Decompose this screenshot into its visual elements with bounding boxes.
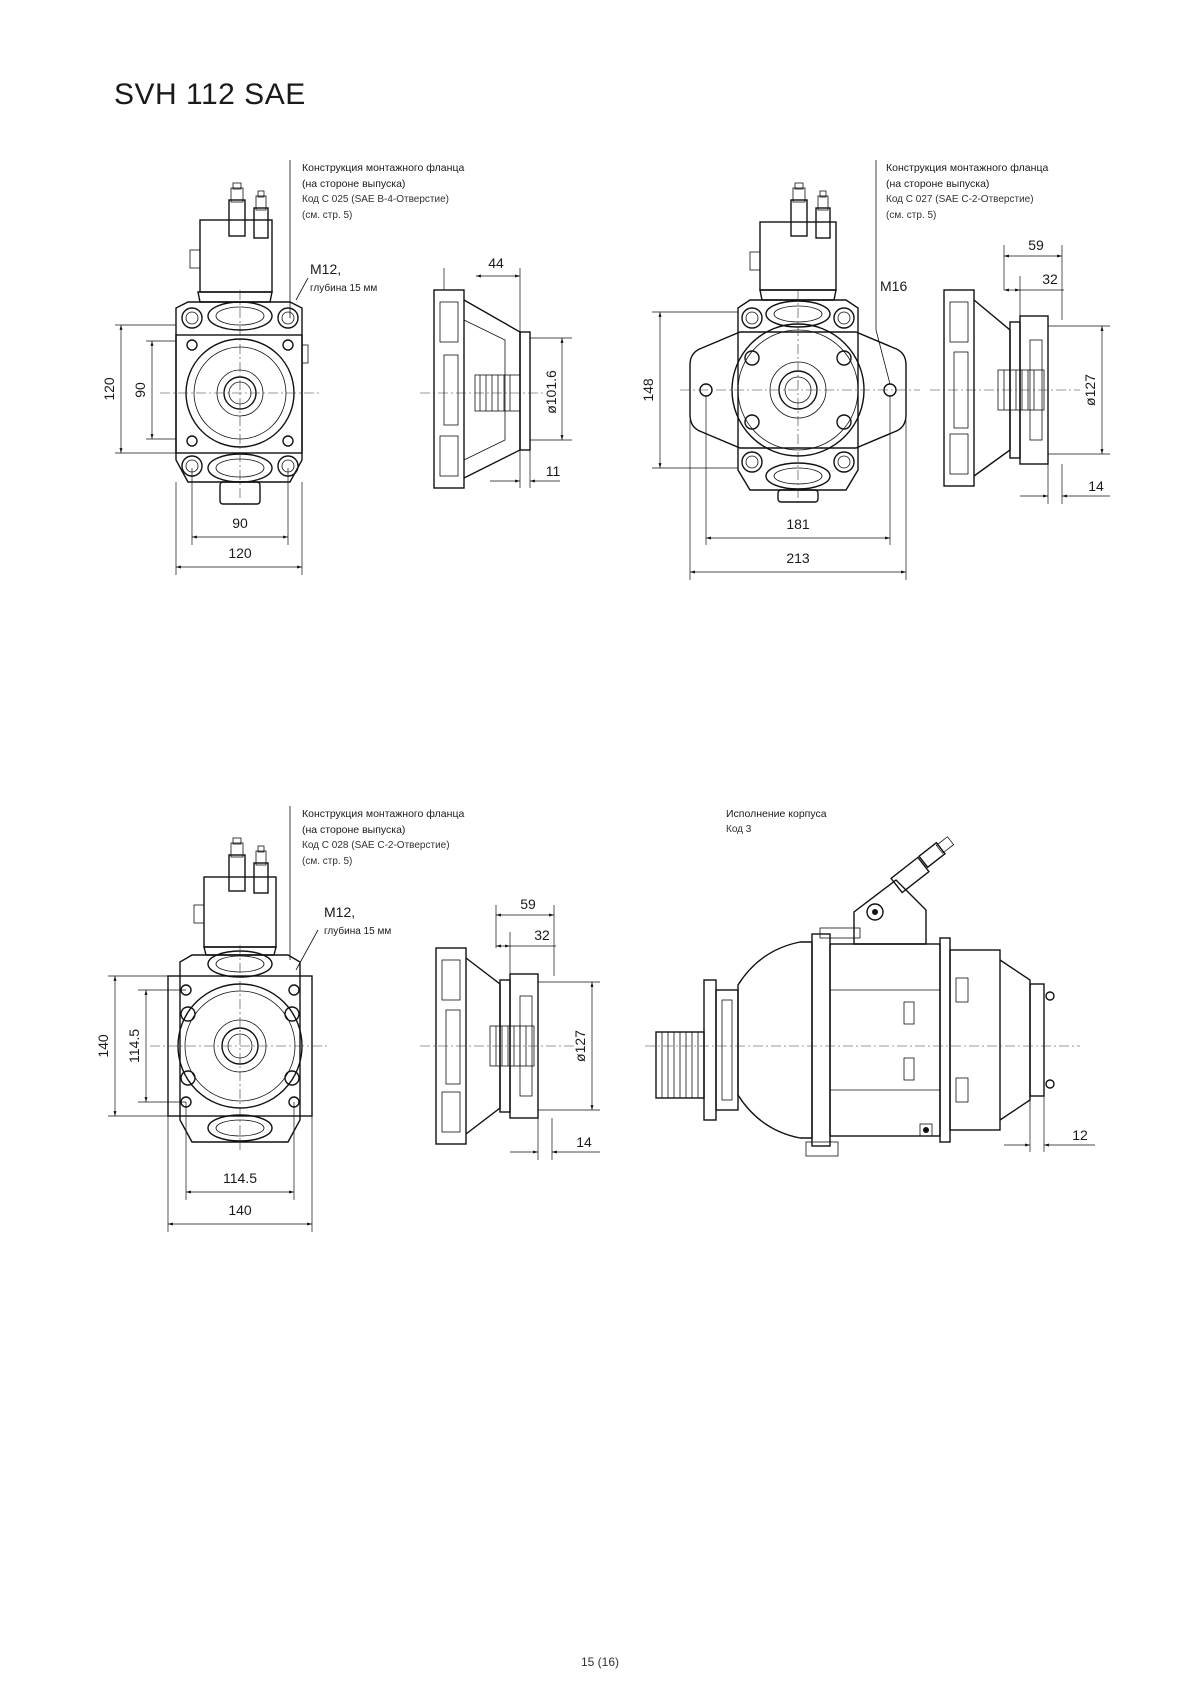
note-line: (на стороне выпуска) — [302, 824, 406, 836]
front-view-sae-b4: 120 90 90 120 M12, глубина 15 мм — [101, 160, 377, 575]
thread-depth-label: глубина 15 мм — [310, 282, 377, 294]
dim-flange-thickness: 12 — [1072, 1127, 1088, 1143]
note-line: Исполнение корпуса — [726, 808, 827, 820]
dim-width-outer: 120 — [228, 545, 252, 561]
dim-width-inner: 90 — [232, 515, 248, 531]
side-view-sae-b4: 44 ø101.6 11 — [420, 255, 572, 489]
dim-length-inner: 32 — [1042, 271, 1058, 287]
page-title: SVH 112 SAE — [114, 78, 306, 111]
pressure-valve — [189, 182, 273, 293]
thread-label: M12, — [324, 904, 355, 920]
dim-width-outer: 140 — [228, 1202, 252, 1218]
thread-depth-label: глубина 15 мм — [324, 925, 391, 937]
note-line: Конструкция монтажного фланца — [302, 808, 465, 820]
dim-pilot-diameter: ø101.6 — [543, 370, 559, 414]
note-line: (см. стр. 5) — [302, 210, 353, 221]
note-housing-code: Исполнение корпуса Код 3 — [726, 806, 827, 838]
front-view-sae-c2: M16 148 181 213 — [640, 160, 920, 580]
dim-height-inner: 90 — [132, 382, 148, 398]
side-view-sae-c2: 59 32 ø127 14 — [930, 237, 1110, 504]
dim-width-outer: 213 — [786, 550, 810, 566]
note-line: Конструкция монтажного фланца — [886, 162, 1049, 174]
dim-pilot-diameter: ø127 — [1082, 374, 1098, 406]
dim-length-inner: 32 — [534, 927, 550, 943]
dim-pilot-diameter: ø127 — [572, 1030, 588, 1062]
pressure-valve — [749, 182, 837, 291]
note-line: Код C 025 (SAE B-4-Отверстие) — [302, 194, 449, 205]
housing-side-view: 12 — [645, 836, 1095, 1157]
dim-side-length: 44 — [488, 255, 504, 271]
dim-height-outer: 120 — [101, 377, 117, 401]
dim-height-inner: 114.5 — [126, 1029, 142, 1063]
note-line: (на стороне выпуска) — [886, 178, 990, 190]
pressure-valve — [193, 837, 277, 948]
dim-height: 148 — [640, 378, 656, 402]
note-line: Код C 027 (SAE C-2-Отверстие) — [886, 194, 1034, 205]
note-line: Код 3 — [726, 824, 752, 835]
note-line: (см. стр. 5) — [886, 210, 937, 221]
pressure-valve — [853, 836, 955, 945]
note-line: (на стороне выпуска) — [302, 178, 406, 190]
dim-height-outer: 140 — [95, 1034, 111, 1058]
thread-label: M16 — [880, 278, 907, 294]
dim-length-outer: 59 — [1028, 237, 1044, 253]
page-number: 15 (16) — [580, 1655, 620, 1669]
note-flange-c028: Конструкция монтажного фланца (на сторон… — [302, 806, 464, 870]
note-flange-c025: Конструкция монтажного фланца (на сторон… — [302, 160, 464, 224]
dim-width-inner: 181 — [786, 516, 810, 532]
dim-width-inner: 114.5 — [223, 1170, 257, 1186]
dim-pilot-length: 14 — [1088, 478, 1104, 494]
side-view-sae-c2-square: 59 32 ø127 14 — [420, 896, 600, 1160]
note-line: Код C 028 (SAE C-2-Отверстие) — [302, 840, 450, 851]
dim-pilot-length: 14 — [576, 1134, 592, 1150]
note-line: Конструкция монтажного фланца — [302, 162, 465, 174]
front-view-sae-c2-square: M12, глубина 15 мм 140 114.5 114.5 140 — [95, 806, 391, 1232]
dim-pilot-length: 11 — [546, 463, 561, 479]
note-line: (см. стр. 5) — [302, 856, 353, 867]
shaft — [655, 1031, 705, 1099]
thread-label: M12, — [310, 261, 341, 277]
dim-length-outer: 59 — [520, 896, 536, 912]
note-flange-c027: Конструкция монтажного фланца (на сторон… — [886, 160, 1048, 224]
